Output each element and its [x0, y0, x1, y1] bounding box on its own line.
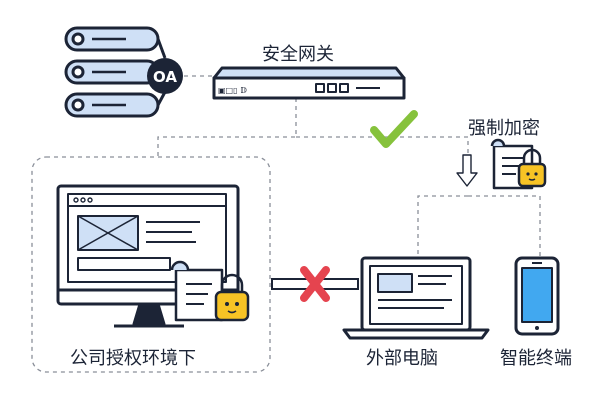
- blocked-connection: [271, 266, 359, 302]
- locked-document-icon: [490, 138, 547, 190]
- company-env-label: 公司授权环境下: [70, 348, 196, 369]
- checkmark-icon: [370, 110, 418, 148]
- gateway-label: 安全网关: [262, 44, 334, 65]
- company-env-box: [31, 156, 271, 373]
- external-pc-label: 外部电脑: [366, 348, 438, 369]
- gateway-brand-mark: ▣□▯ 𝔻: [218, 86, 247, 95]
- encrypt-label: 强制加密: [468, 118, 540, 139]
- smartphone-icon: [514, 256, 560, 336]
- desktop-lock-icon: [170, 260, 250, 322]
- smart-terminal-label: 智能终端: [500, 348, 572, 369]
- line-encrypt-laptop: [417, 195, 468, 256]
- server-stack-icon: [64, 26, 167, 118]
- network-gateway-icon: ▣□▯ 𝔻: [212, 66, 406, 100]
- line-encrypt-phone: [468, 195, 541, 258]
- line-gateway-encrypt: [296, 136, 469, 153]
- down-arrow-icon: [456, 154, 478, 187]
- laptop-icon: [342, 256, 490, 340]
- line-gateway-company: [157, 98, 297, 156]
- oa-badge-text: OA: [153, 68, 177, 86]
- connector-lines: [31, 75, 541, 373]
- oa-badge: OA: [147, 58, 183, 94]
- x-mark-icon: [300, 266, 330, 302]
